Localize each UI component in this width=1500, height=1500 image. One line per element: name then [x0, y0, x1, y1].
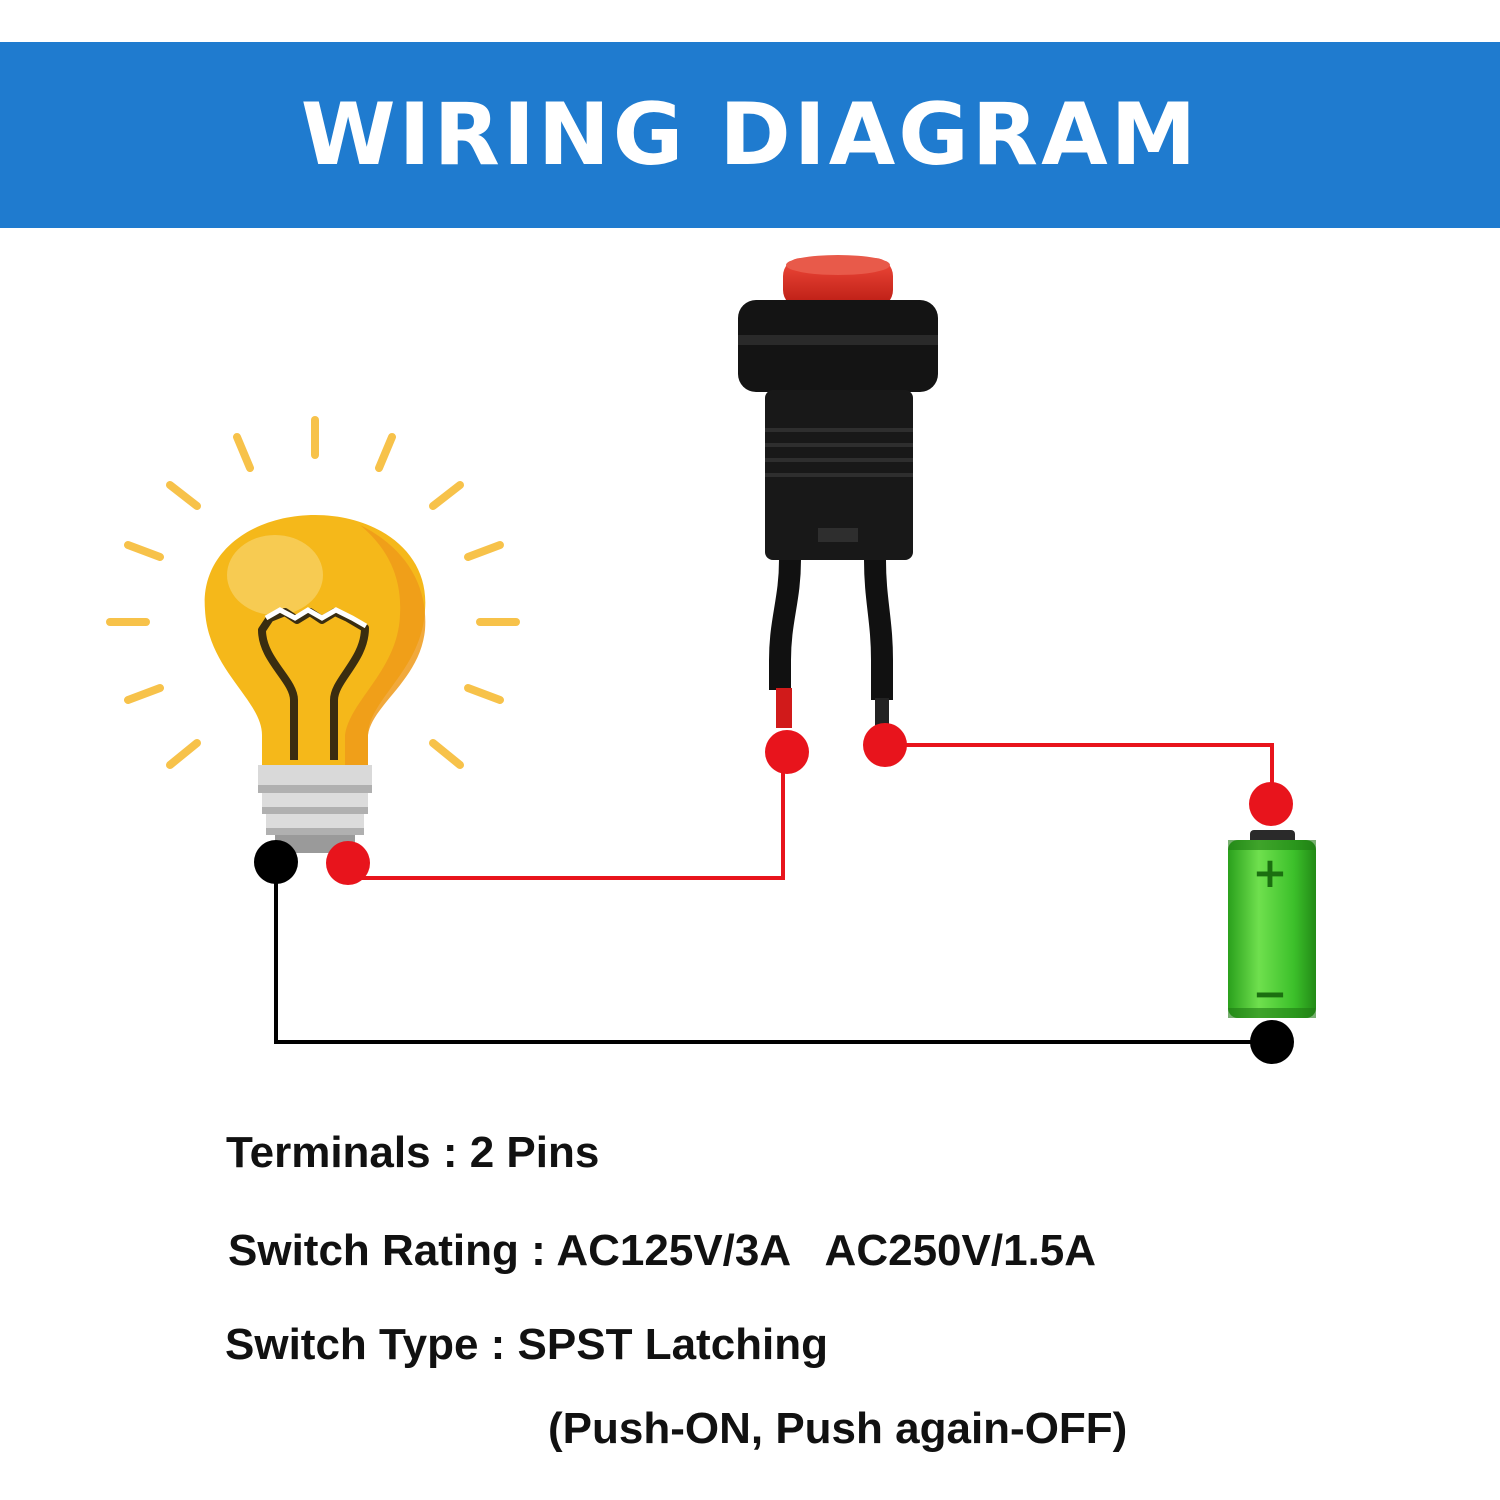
battery-icon: + − — [1228, 830, 1316, 1018]
node-battery-positive — [1249, 782, 1293, 826]
wire-bulb-to-battery — [274, 862, 1272, 1044]
node-bulb-positive — [326, 841, 370, 885]
wire-bulb-to-switch — [348, 752, 785, 880]
node-switch-right — [863, 723, 907, 767]
negative-wires — [274, 862, 1272, 1044]
spec-switch-type-note: (Push-ON, Push again-OFF) — [548, 1404, 1128, 1453]
title-banner: WIRING DIAGRAM — [0, 42, 1500, 228]
spec-terminals: Terminals : 2 Pins — [226, 1128, 600, 1177]
battery-plus-symbol: + — [1252, 848, 1287, 897]
node-battery-negative — [1250, 1020, 1294, 1064]
node-bulb-negative — [254, 840, 298, 884]
switch-leads — [769, 559, 893, 728]
push-button-switch-icon — [738, 255, 938, 728]
spec-switch-type: Switch Type : SPST Latching — [225, 1320, 829, 1369]
battery-minus-symbol: − — [1252, 969, 1287, 1018]
wire-switch-to-battery — [885, 743, 1274, 805]
light-bulb-icon — [106, 416, 520, 853]
positive-wires — [348, 743, 1274, 880]
node-switch-left — [765, 730, 809, 774]
spec-switch-rating: Switch Rating : AC125V/3A AC250V/1.5A — [228, 1226, 1097, 1275]
connection-nodes — [254, 723, 1294, 1064]
switch-nut — [738, 300, 938, 392]
light-rays — [106, 416, 520, 769]
page-title: WIRING DIAGRAM — [300, 85, 1200, 185]
bulb-base — [258, 765, 372, 853]
